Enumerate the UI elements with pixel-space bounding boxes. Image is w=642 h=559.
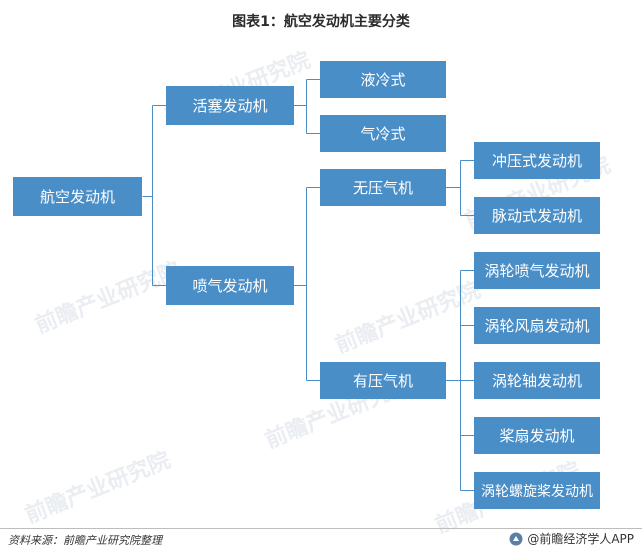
brand-label: @前瞻经济学人APP xyxy=(527,532,634,546)
connector-piston xyxy=(294,79,320,134)
node-propfan: 桨扇发动机 xyxy=(474,417,600,454)
connector-root xyxy=(142,105,166,286)
brand-credit: @前瞻经济学人APP xyxy=(509,530,634,547)
node-turbofan: 涡轮风扇发动机 xyxy=(474,307,600,344)
node-non-compressor: 无压气机 xyxy=(320,169,446,206)
node-piston-engine: 活塞发动机 xyxy=(166,86,294,125)
figure-title: 图表1：航空发动机主要分类 xyxy=(232,14,410,30)
node-turboprop: 涡轮螺旋桨发动机 xyxy=(474,472,600,509)
node-liquid-cooled: 液冷式 xyxy=(320,61,446,98)
brand-logo-icon xyxy=(509,532,523,545)
node-ramjet: 冲压式发动机 xyxy=(474,142,600,179)
connector-non-compressor xyxy=(446,160,474,216)
node-turbojet: 涡轮喷气发动机 xyxy=(474,252,600,289)
footer-divider xyxy=(0,528,642,529)
node-air-cooled: 气冷式 xyxy=(320,115,446,152)
node-compressor: 有压气机 xyxy=(320,362,446,399)
node-aero-engine: 航空发动机 xyxy=(13,177,142,216)
source-note: 资料来源：前瞻产业研究院整理 xyxy=(8,534,162,547)
connector-compressor xyxy=(446,270,474,491)
connector-jet xyxy=(294,187,320,381)
node-jet-engine: 喷气发动机 xyxy=(166,266,294,305)
node-pulsejet: 脉动式发动机 xyxy=(474,197,600,234)
node-turboshaft: 涡轮轴发动机 xyxy=(474,362,600,399)
